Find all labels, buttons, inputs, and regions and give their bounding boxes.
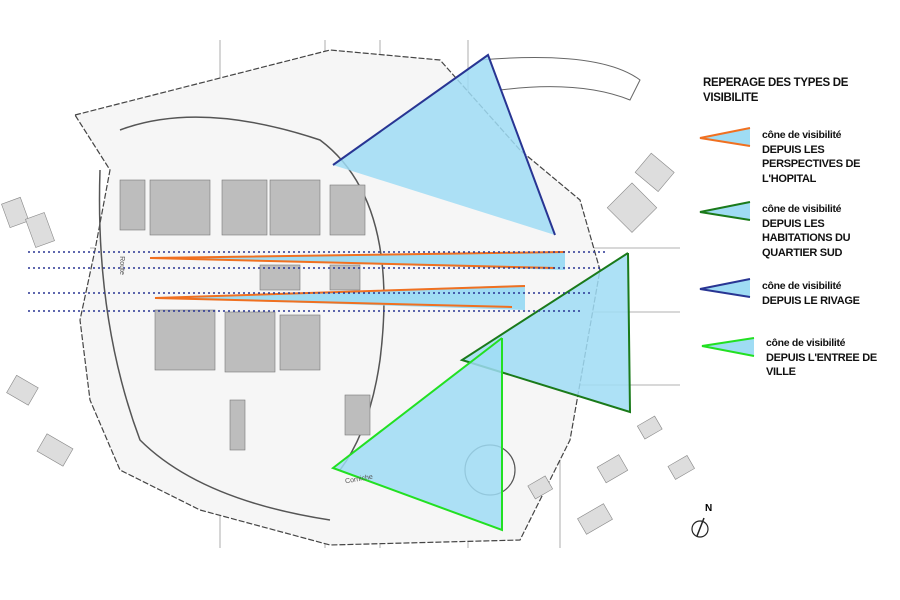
cone-entree-ville [330, 337, 503, 532]
surrounding-buildings [1, 152, 695, 535]
legend-desc: DEPUIS LES HABITATIONS DU QUARTIER SUD [762, 217, 851, 259]
cone-rivage [332, 53, 556, 236]
legend-desc: DEPUIS LES PERSPECTIVES DE L'HOPITAL [762, 143, 861, 185]
north-arrow-icon [691, 517, 709, 538]
sight-lines [28, 251, 605, 312]
buildings [119, 179, 371, 451]
legend-label: cône de visibilité [762, 280, 842, 292]
legend-label: cône de visibilité [766, 337, 846, 349]
north-label: N [705, 503, 713, 514]
legend-label: cône de visibilité [762, 129, 842, 141]
cone-hopital [149, 251, 566, 310]
legend-title: REPERAGE DES TYPES DE VISIBILITE [703, 77, 849, 104]
legend-label: cône de visibilité [762, 203, 842, 215]
legend-desc: DEPUIS L'ENTREE DE VILLE [766, 351, 877, 379]
legend-cone-icons [699, 127, 755, 357]
legend-desc: DEPUIS LE RIVAGE [762, 294, 860, 307]
road-label: Route [117, 256, 125, 275]
